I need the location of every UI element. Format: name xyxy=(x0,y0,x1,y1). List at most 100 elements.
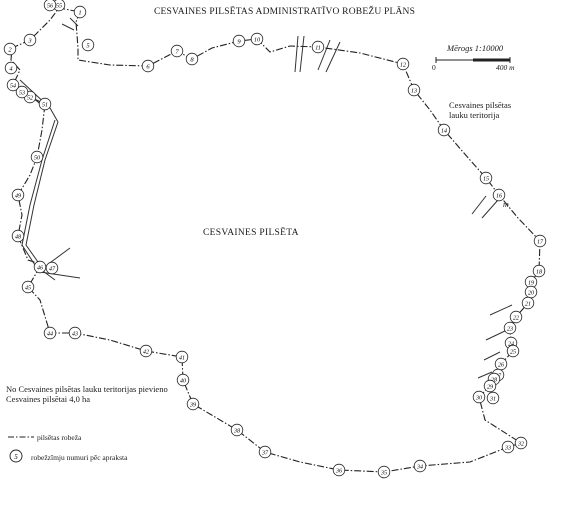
marker-circle xyxy=(45,261,59,275)
marker-number: 35 xyxy=(380,470,387,476)
boundary-marker: 33 xyxy=(501,440,515,454)
city-label: CESVAINES PILSĒTA xyxy=(203,228,299,238)
marker-circle xyxy=(11,188,25,202)
boundary-marker: 11 xyxy=(311,40,325,54)
scale-end: 400 m xyxy=(496,63,515,72)
map-title: CESVAINES PILSĒTAS ADMINISTRATĪVO ROBEŽU… xyxy=(153,7,416,17)
marker-number: 32 xyxy=(517,441,524,447)
boundary-marker: 50 xyxy=(30,150,44,164)
marker-circle xyxy=(73,5,87,19)
marker-circle xyxy=(6,78,20,92)
roads xyxy=(19,17,513,379)
boundary-marker: 32 xyxy=(514,436,528,450)
marker-number: 34 xyxy=(416,463,423,470)
boundary-marker: 9 xyxy=(232,34,246,48)
boundary-marker: 29 xyxy=(483,379,497,393)
marker-number: 13 xyxy=(411,88,417,94)
boundary-marker: 54 xyxy=(6,78,20,92)
marker-circle xyxy=(311,40,325,54)
marker-number: 31 xyxy=(489,396,496,402)
marker-number: 6 xyxy=(146,63,150,70)
road-line xyxy=(477,371,493,379)
marker-circle xyxy=(230,423,244,437)
marker-number: 45 xyxy=(25,284,31,291)
marker-circle xyxy=(33,260,47,274)
marker-circle xyxy=(509,310,523,324)
boundary-marker: 6 xyxy=(141,59,155,73)
marker-number: 55 xyxy=(56,3,62,9)
road-line xyxy=(489,304,513,316)
marker-circle xyxy=(38,97,52,111)
legend-graphics: 5 xyxy=(8,436,34,463)
marker-number: 7 xyxy=(175,48,179,55)
boundary-marker: 23 xyxy=(503,321,517,335)
marker-number: 44 xyxy=(47,330,53,337)
marker-circle xyxy=(43,0,57,12)
marker-circle xyxy=(139,344,153,358)
marker-circle xyxy=(15,85,29,99)
boundary-marker: 4 xyxy=(4,61,18,75)
boundary-marker: 20 xyxy=(524,285,538,299)
marker-circle xyxy=(486,391,500,405)
boundary-marker: 42 xyxy=(139,344,153,358)
marker-circle xyxy=(141,59,155,73)
marker-number: 20 xyxy=(528,290,534,296)
marker-circle xyxy=(43,326,57,340)
road-line xyxy=(25,121,59,263)
marker-number: 40 xyxy=(180,377,186,384)
marker-number: 46 xyxy=(37,264,43,271)
marker-number: 3 xyxy=(27,37,32,44)
marker-circle xyxy=(11,229,25,243)
marker-number: 18 xyxy=(536,269,542,275)
marker-circle xyxy=(186,397,200,411)
marker-number: 51 xyxy=(42,102,48,108)
marker-circle xyxy=(377,465,391,479)
annexation-note: No Cesvaines pilsētas lauku teritorijas … xyxy=(6,384,168,404)
road-line xyxy=(481,199,499,219)
boundary-marker: 37 xyxy=(258,445,272,459)
boundary-marker: 41 xyxy=(175,350,189,364)
marker-circle xyxy=(68,326,82,340)
marker-number: 21 xyxy=(525,301,531,307)
marker-number: 22 xyxy=(513,315,519,321)
boundary-marker: 39 xyxy=(186,397,200,411)
marker-number: 56 xyxy=(47,3,53,9)
marker-number: 23 xyxy=(507,326,513,332)
marker-number: 8 xyxy=(190,56,194,63)
boundary-marker: 43 xyxy=(68,326,82,340)
marker-circle xyxy=(533,234,547,248)
marker-circle xyxy=(30,150,44,164)
marker-number: 26 xyxy=(498,362,504,368)
boundary-marker: 51 xyxy=(38,97,52,111)
boundary-marker: 16 xyxy=(492,188,506,202)
marker-number: 17 xyxy=(537,239,544,245)
marker-number: 42 xyxy=(143,348,149,355)
marker-circle xyxy=(4,61,18,75)
marker-number: 37 xyxy=(261,450,269,456)
boundary-marker: 7 xyxy=(170,44,184,58)
marker-circle xyxy=(506,344,520,358)
marker-circle xyxy=(250,32,264,46)
marker-number: 11 xyxy=(315,45,321,51)
boundary-marker: 10 xyxy=(250,32,264,46)
scale-bar xyxy=(435,57,511,63)
boundary-marker: 45 xyxy=(21,280,35,294)
marker-circle xyxy=(472,390,486,404)
boundary-marker: 13 xyxy=(407,83,421,97)
marker-number: 52 xyxy=(27,95,33,101)
road-line xyxy=(39,271,81,279)
road-line xyxy=(471,195,487,215)
marker-number: 9 xyxy=(237,38,241,45)
marker-number: 15 xyxy=(483,176,489,182)
rural-territory-label: Cesvaines pilsētas lauku teritorija xyxy=(449,100,512,120)
marker-circle xyxy=(479,171,493,185)
marker-number: 29 xyxy=(487,384,493,390)
boundary-marker: 36 xyxy=(332,463,346,477)
boundary-marker: 1 xyxy=(73,5,87,19)
marker-number: 54 xyxy=(10,82,16,89)
boundary-marker: 53 xyxy=(15,85,29,99)
marker-number: 25 xyxy=(510,349,516,355)
marker-circle xyxy=(258,445,272,459)
